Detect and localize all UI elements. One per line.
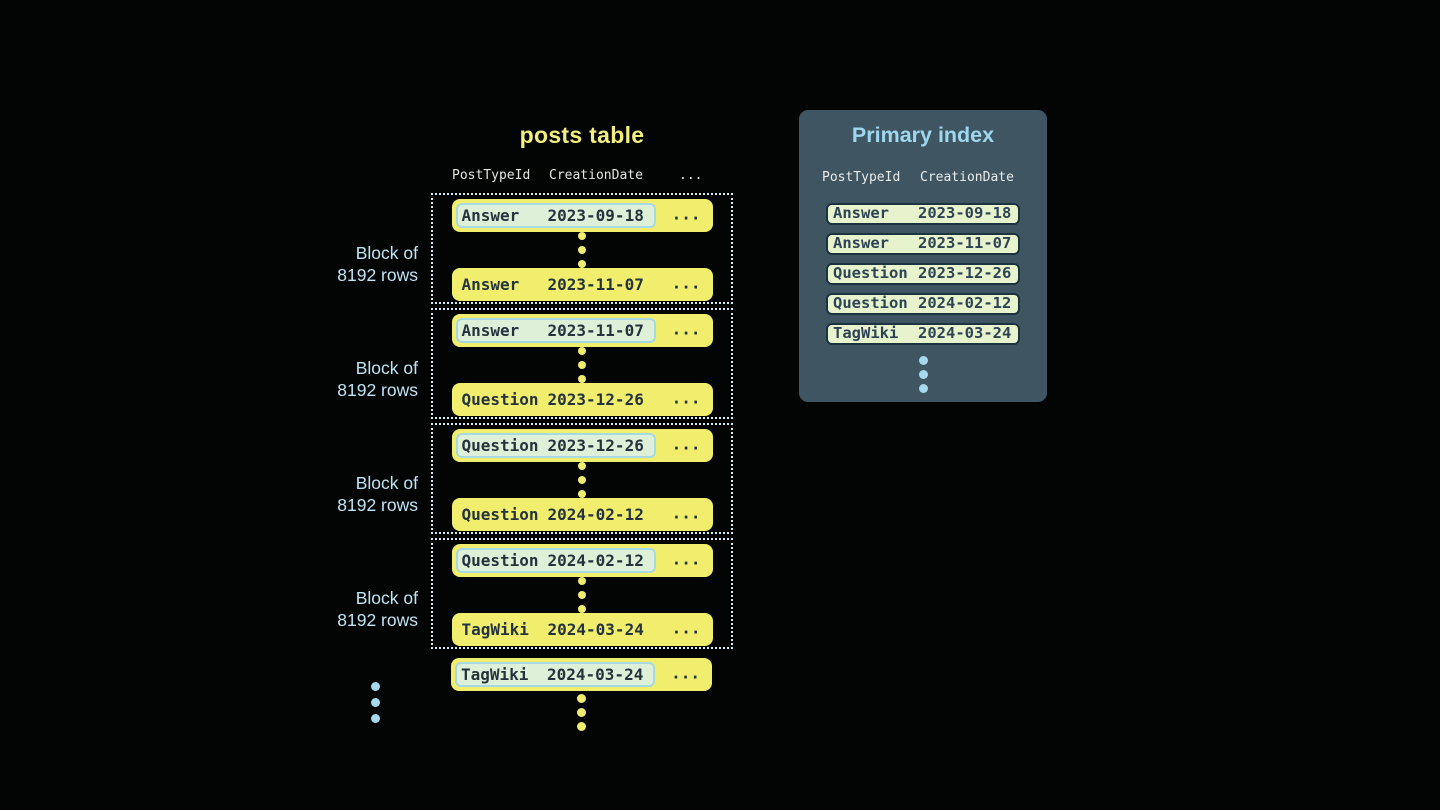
more-index-entries-dots [919, 356, 928, 393]
posts-col-creationdate: CreationDate [549, 168, 643, 183]
row-more-columns: ... [671, 434, 701, 454]
more-table-rows-dots [577, 694, 586, 731]
hidden-rows-dots [578, 232, 586, 268]
index-mark-highlight: Answer 2023-11-07 [455, 318, 656, 343]
hidden-rows-dots [578, 347, 586, 383]
index-entry: Answer 2023-11-07 [826, 233, 1020, 255]
table-row: Question 2023-12-26 ... [451, 383, 713, 416]
index-mark-highlight: TagWiki 2024-03-24 [455, 662, 655, 687]
index-mark-highlight: Answer 2023-09-18 [455, 203, 656, 228]
row-more-columns: ... [671, 663, 700, 683]
table-row: TagWiki 2024-03-24 ... [451, 613, 713, 646]
block-label-4: Block of 8192 rows [337, 588, 418, 630]
index-entry: Question 2024-02-12 [826, 293, 1020, 315]
block-label-2: Block of 8192 rows [337, 358, 418, 400]
table-row: Answer 2023-09-18 ... [451, 199, 713, 232]
table-block-3: Question 2023-12-26 ... Question 2024-02… [431, 423, 733, 534]
primary-index-title: Primary index [851, 123, 995, 147]
block-label-1: Block of 8192 rows [337, 243, 418, 285]
next-block-first-row: TagWiki 2024-03-24 ... [451, 658, 712, 691]
row-more-columns: ... [671, 388, 701, 408]
table-block-2: Answer 2023-11-07 ... Question 2023-12-2… [431, 308, 733, 419]
index-entry: Question 2023-12-26 [826, 263, 1020, 285]
index-mark-highlight: Question 2023-12-26 [455, 433, 656, 458]
row-more-columns: ... [671, 204, 701, 224]
row-more-columns: ... [671, 503, 701, 523]
index-entries: Answer 2023-09-18 Answer 2023-11-07 Ques… [826, 203, 1020, 345]
table-row: Answer 2023-11-07 ... [451, 314, 713, 347]
primary-index-panel: Primary index PostTypeId CreationDate An… [799, 110, 1047, 402]
posts-col-posttypeid: PostTypeId [452, 168, 531, 183]
row-more-columns: ... [671, 273, 701, 293]
block-label-3: Block of 8192 rows [337, 473, 418, 515]
index-entry: TagWiki 2024-03-24 [826, 323, 1020, 345]
index-mark-highlight: Question 2024-02-12 [455, 548, 656, 573]
row-more-columns: ... [671, 549, 701, 569]
table-row: Question 2024-02-12 ... [451, 544, 713, 577]
posts-col-more: ... [679, 168, 703, 183]
posts-table-title: posts table [519, 122, 645, 148]
table-block-1: Answer 2023-09-18 ... Answer 2023-11-07 … [431, 193, 733, 304]
table-row: Answer 2023-11-07 ... [451, 268, 713, 301]
table-row: Question 2023-12-26 ... [451, 429, 713, 462]
hidden-rows-dots [578, 462, 586, 498]
table-row: Question 2024-02-12 ... [451, 498, 713, 531]
row-more-columns: ... [671, 319, 701, 339]
hidden-rows-dots [578, 577, 586, 613]
index-entry: Answer 2023-09-18 [826, 203, 1020, 225]
more-blocks-dots [371, 682, 380, 723]
index-col-posttypeid: PostTypeId [822, 170, 901, 185]
table-block-4: Question 2024-02-12 ... TagWiki 2024-03-… [431, 538, 733, 649]
index-col-creationdate: CreationDate [920, 170, 1014, 185]
row-more-columns: ... [671, 618, 701, 638]
